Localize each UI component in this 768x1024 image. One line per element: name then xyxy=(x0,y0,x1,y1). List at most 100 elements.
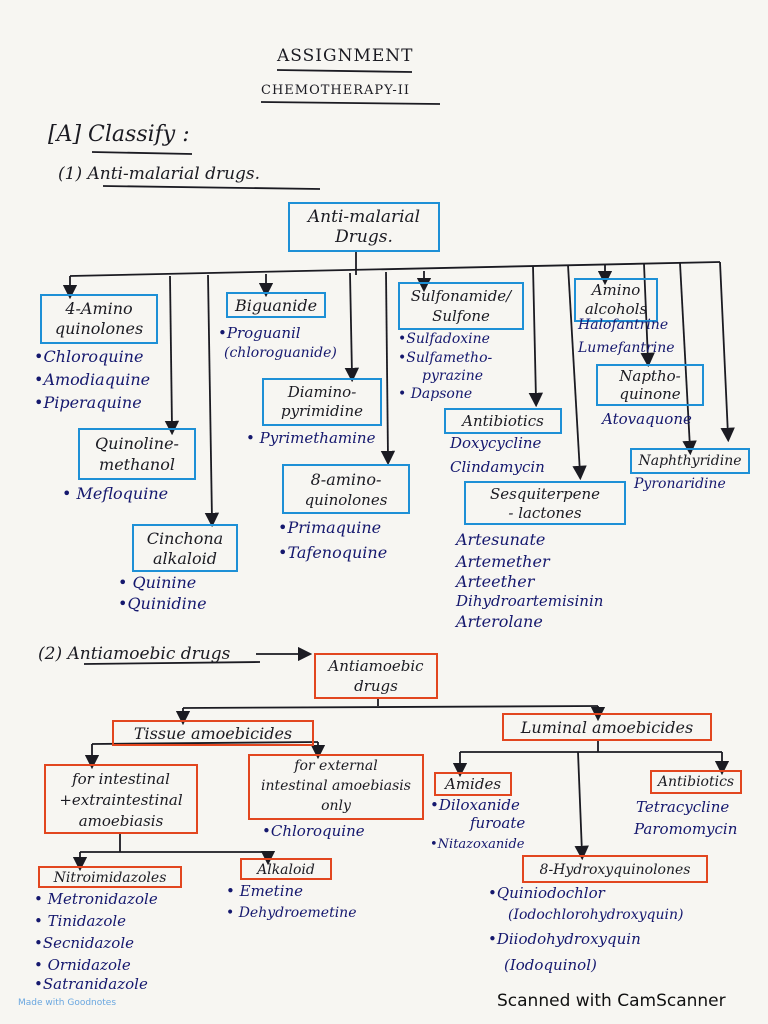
list-item: •Primaquine xyxy=(278,518,382,537)
amoebic-antibiotics-label: Antibiotics xyxy=(657,774,735,790)
amoebic-root-line1: Antiamoebic xyxy=(328,657,424,675)
list-item: • Emetine xyxy=(226,882,304,900)
list-item: •Sulfametho- xyxy=(398,350,493,366)
amino8-label1: 8-amino- xyxy=(310,470,382,489)
antibiotics-label: Antibiotics xyxy=(462,412,544,430)
sulfonamide-box: Sulfonamide/ Sulfone xyxy=(398,282,524,330)
diamino-label1: Diamino- xyxy=(287,383,357,401)
external-line3: only xyxy=(321,798,351,814)
quinoline-label2: methanol xyxy=(99,455,175,474)
list-item: •Diiodohydroxyquin xyxy=(488,930,641,948)
list-item: Lumefantrine xyxy=(578,340,675,356)
antimalarial-root-box: Anti-malarial Drugs. xyxy=(288,202,440,252)
camscanner-watermark: Scanned with CamScanner xyxy=(497,991,726,1011)
list-item: Tetracycline xyxy=(636,798,730,816)
intestinal-line3: amoebiasis xyxy=(78,812,164,830)
amoebic-root-line2: drugs xyxy=(354,677,398,695)
aminoalc-label2: alcohols xyxy=(584,300,648,318)
list-item: (Iodoquinol) xyxy=(504,956,597,974)
list-item: •Proguanil xyxy=(218,324,301,342)
biguanide-box: Biguanide xyxy=(226,292,326,318)
page-subtitle: CHEMOTHERAPY-II xyxy=(261,83,410,98)
list-item: •Tafenoquine xyxy=(278,543,388,562)
list-item: • Dapsone xyxy=(398,386,473,402)
cinchona-label2: alkaloid xyxy=(153,549,217,568)
list-item: •Satranidazole xyxy=(34,975,148,993)
list-item: •Piperaquine xyxy=(34,393,142,412)
external-line2: intestinal amoebiasis xyxy=(261,778,411,794)
list-item: •Sulfadoxine xyxy=(398,331,490,347)
list-item: •Quinidine xyxy=(118,594,207,613)
diamino-box: Diamino- pyrimidine xyxy=(262,378,382,426)
amino8-box: 8-amino- quinolones xyxy=(282,464,410,514)
tissue-label: Tissue amoebicides xyxy=(133,724,293,743)
intestinal-line1: for intestinal xyxy=(72,770,170,788)
root-line1: Anti-malarial xyxy=(307,207,421,227)
quinoline-box: Quinoline- methanol xyxy=(78,428,196,480)
alkaloid-box: Alkaloid xyxy=(240,858,332,880)
list-item: furoate xyxy=(470,814,526,832)
external-box: for external intestinal amoebiasis only xyxy=(248,754,424,820)
q2-heading: (2) Antiamoebic drugs xyxy=(38,644,231,664)
naptho-box: Naptho- quinone xyxy=(596,364,704,406)
list-item: Arterolane xyxy=(456,612,543,631)
list-item: •Secnidazole xyxy=(34,934,135,952)
antiamoebic-root-box: Antiamoebic drugs xyxy=(314,653,438,699)
list-item: Artemether xyxy=(456,552,550,571)
amino-alcohols-box: Amino alcohols xyxy=(574,278,658,322)
list-item: • Tinidazole xyxy=(34,912,127,930)
amino4-label1: 4-Amino xyxy=(65,299,133,318)
sulfonamide-label1: Sulfonamide/ xyxy=(410,287,512,305)
cinchona-box: Cinchona alkaloid xyxy=(132,524,238,572)
aminoalc-label1: Amino xyxy=(591,281,641,299)
list-item: Arteether xyxy=(456,572,535,591)
q1-heading: (1) Anti-malarial drugs. xyxy=(58,164,261,184)
nitroimidazoles-box: Nitroimidazoles xyxy=(38,866,182,888)
naptho-label2: quinone xyxy=(619,385,681,403)
naptho-label1: Naptho- xyxy=(619,367,681,385)
list-item: Atovaquone xyxy=(602,410,692,428)
list-item: Dihydroartemisinin xyxy=(456,592,604,610)
amino4-label2: quinolones xyxy=(54,319,144,338)
luminal-box: Luminal amoebicides xyxy=(502,713,712,741)
hydroxyquinolones-box: 8-Hydroxyquinolones xyxy=(522,855,708,883)
amides-box: Amides xyxy=(434,772,512,796)
hydroxy-label: 8-Hydroxyquinolones xyxy=(539,862,691,878)
list-item: Artesunate xyxy=(456,530,546,549)
list-item: •Diloxanide xyxy=(430,796,520,814)
list-item: Halofantrine xyxy=(578,317,669,333)
sesquiterpene-label2: - lactones xyxy=(508,504,582,522)
diamino-label2: pyrimidine xyxy=(280,402,363,420)
section-a-heading: [A] Classify : xyxy=(48,122,190,147)
list-item: •Nitazoxanide xyxy=(430,837,525,852)
nitro-label: Nitroimidazoles xyxy=(53,870,167,886)
list-item: pyrazine xyxy=(422,368,484,384)
naphthyridine-label: Naphthyridine xyxy=(638,453,742,469)
naphthyridine-box: Naphthyridine xyxy=(630,448,750,474)
list-item: • Dehydroemetine xyxy=(226,905,357,921)
list-item: Clindamycin xyxy=(450,458,545,476)
list-item: •Chloroquine xyxy=(262,822,365,840)
list-item: • Mefloquine xyxy=(62,484,169,503)
sesquiterpene-box: Sesquiterpene - lactones xyxy=(464,481,626,525)
external-line1: for external xyxy=(294,758,378,774)
goodnotes-badge: Made with Goodnotes xyxy=(18,998,117,1008)
amides-label: Amides xyxy=(444,775,502,793)
antibiotics-box: Antibiotics xyxy=(444,408,562,434)
list-item: • Metronidazole xyxy=(34,890,158,908)
list-item: •Amodiaquine xyxy=(34,370,151,389)
quinoline-label1: Quinoline- xyxy=(95,434,179,453)
list-item: • Ornidazole xyxy=(34,956,131,974)
luminal-label: Luminal amoebicides xyxy=(520,718,694,737)
intestinal-box: for intestinal +extraintestinal amoebias… xyxy=(44,764,198,834)
tissue-box: Tissue amoebicides xyxy=(112,720,314,746)
list-item: (Iodochlorohydroxyquin) xyxy=(508,907,684,923)
alkaloid-label: Alkaloid xyxy=(257,862,315,878)
amino4-box: 4-Amino quinolones xyxy=(40,294,158,344)
list-item: • Quinine xyxy=(118,573,197,592)
list-item: •Chloroquine xyxy=(34,347,144,366)
sesquiterpene-label1: Sesquiterpene xyxy=(489,485,600,503)
root-line2: Drugs. xyxy=(335,227,393,247)
